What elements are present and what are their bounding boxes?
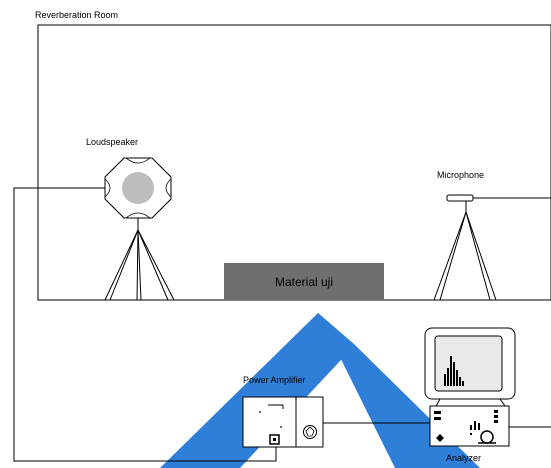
- loudspeaker-label: Loudspeaker: [86, 137, 138, 147]
- amplifier-dot: [280, 426, 282, 428]
- cable-amp-to-speaker: [13, 187, 277, 462]
- analyzer-meter-bar: [494, 410, 498, 413]
- analyzer-meter-bar: [494, 420, 498, 423]
- spectrum-bar: [459, 377, 461, 386]
- reverberation-room: [37, 24, 551, 301]
- analyzer-spectrum: [444, 356, 464, 386]
- amplifier-knob-marker: [305, 426, 315, 437]
- analyzer-meter-bar: [474, 421, 476, 430]
- loudspeaker-tripod: [104, 218, 175, 301]
- analyzer-meter-bar: [494, 415, 498, 418]
- loudspeaker-rim-bottom: [125, 212, 151, 219]
- microphone-body: [446, 194, 474, 202]
- analyzer-button: [434, 417, 441, 420]
- loudspeaker-rim-left: [104, 178, 111, 198]
- amplifier-knob-icon: [303, 425, 317, 439]
- material-block: [224, 263, 384, 300]
- loudspeaker: Loudspeaker: [86, 137, 175, 301]
- analyzer-meter-bar: [470, 425, 472, 430]
- loudspeaker-rim-right: [165, 178, 172, 198]
- analyzer-button: [434, 411, 441, 414]
- cables: [13, 187, 551, 462]
- amplifier-label: Power Amplifier: [243, 375, 306, 385]
- spectrum-bar: [444, 374, 446, 386]
- analyzer-pad-icon: [436, 434, 444, 442]
- analyzer-dial-icon: [480, 430, 494, 444]
- loudspeaker-cone: [122, 172, 154, 204]
- amplifier-output-jack-core: [273, 438, 276, 441]
- amplifier-dot: [259, 411, 261, 413]
- analyzer-meter-bar: [470, 433, 472, 435]
- analyzer-label: Analyzer: [446, 453, 481, 463]
- analyzer-meter-bar: [478, 423, 480, 430]
- loudspeaker-rim-top: [125, 157, 151, 164]
- spectrum-bar: [462, 381, 464, 386]
- spectrum-bar: [456, 370, 458, 386]
- room-title: Reverberation Room: [35, 10, 118, 20]
- microphone-tripod: [433, 211, 497, 301]
- amplifier-side-panel: [295, 396, 324, 448]
- spectrum-bar: [453, 362, 455, 386]
- analyzer: Analyzer: [424, 327, 516, 463]
- spectrum-bar: [447, 368, 449, 386]
- material-label: Material uji: [275, 275, 333, 289]
- spectrum-bar: [450, 356, 452, 386]
- power-amplifier: Power Amplifier: [242, 375, 324, 448]
- microphone: Microphone: [433, 170, 497, 301]
- watermark-band-left: [160, 313, 355, 468]
- material-sample: Material uji: [224, 263, 384, 300]
- analyzer-stand: [435, 398, 506, 407]
- microphone-label: Microphone: [437, 170, 484, 180]
